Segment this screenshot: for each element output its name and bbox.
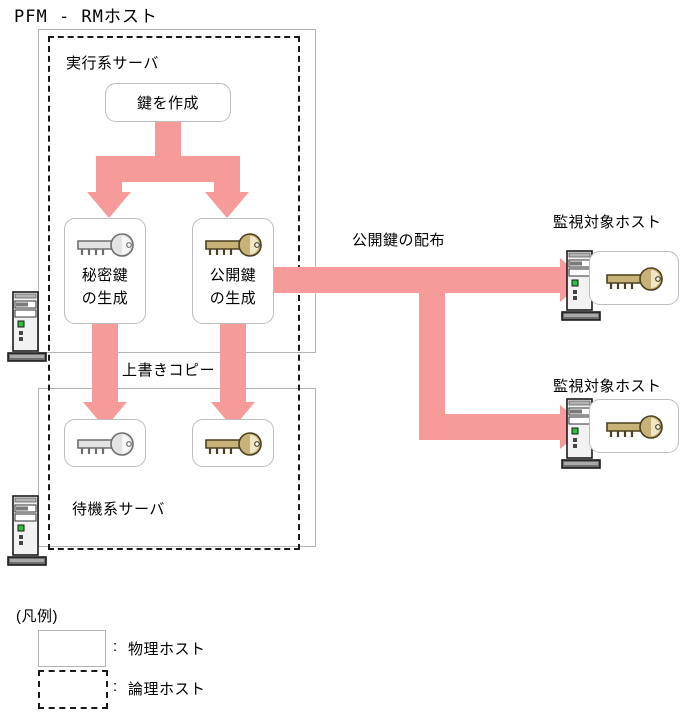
arrow-createkey-stem (155, 122, 181, 156)
arrow-right-branch-stem (214, 156, 240, 192)
monitored-host-1-tower (560, 250, 606, 324)
gold-key-icon (202, 232, 266, 258)
server-tower-icon (7, 495, 47, 566)
page-title: PFM - RMホスト (14, 7, 158, 27)
logical-host-box (48, 36, 300, 550)
create-key-label: 鍵を作成 (136, 95, 199, 112)
public-key-generation-card[interactable]: 公開鍵 の生成 (192, 218, 274, 324)
monitored-host-2-label: 監視対象ホスト (553, 378, 662, 395)
legend-separator-logical: : (113, 678, 118, 695)
monitored-host-2-key-card[interactable] (589, 399, 679, 453)
physical-server-tower-top (6, 291, 52, 365)
monitored-host-1-key-card[interactable] (589, 251, 679, 305)
standby-public-key-card[interactable] (192, 419, 274, 467)
monitored-host-2-tower (560, 398, 606, 472)
grey-key-icon (74, 431, 138, 457)
gold-key-icon (603, 266, 667, 292)
monitored-host-1-label: 監視対象ホスト (553, 214, 662, 231)
arrow-distribute-trunk (274, 267, 560, 293)
legend-label-logical-host: 論理ホスト (128, 681, 206, 698)
server-tower-icon (561, 398, 601, 469)
physical-server-tower-bottom (6, 495, 52, 569)
distribute-public-key-label: 公開鍵の配布 (352, 232, 446, 249)
arrow-left-branch-head (87, 192, 131, 218)
public-key-generation-label-line2: の生成 (209, 290, 257, 307)
grey-key-icon (74, 232, 138, 258)
physical-host-box-active (38, 29, 316, 353)
gold-key-icon (603, 414, 667, 440)
standby-private-key-card[interactable] (64, 419, 146, 467)
legend-separator-physical: : (113, 638, 118, 655)
arrow-distribute-lower (419, 414, 560, 440)
public-key-generation-label-line1: 公開鍵 (209, 267, 257, 284)
server-tower-icon (561, 250, 601, 321)
create-key-card[interactable]: 鍵を作成 (105, 83, 231, 122)
legend-heading: (凡例) (16, 608, 58, 625)
physical-host-box-standby (38, 388, 316, 547)
private-key-generation-label-line2: の生成 (81, 290, 129, 307)
arrow-overwrite-copy-right-stem (220, 324, 246, 402)
legend-label-physical-host: 物理ホスト (128, 641, 206, 658)
legend-swatch-logical-host (38, 670, 108, 709)
arrow-left-branch-stem (96, 156, 122, 192)
arrow-right-branch-head (205, 192, 249, 218)
standby-server-label: 待機系サーバ (72, 501, 165, 518)
legend-swatch-physical-host (38, 630, 106, 667)
active-server-label: 実行系サーバ (66, 55, 159, 72)
private-key-generation-card[interactable]: 秘密鍵 の生成 (64, 218, 146, 324)
private-key-generation-label-line1: 秘密鍵 (81, 267, 129, 284)
arrow-overwrite-copy-left-stem (92, 324, 118, 402)
gold-key-icon (202, 431, 266, 457)
overwrite-copy-label: 上書きコピー (122, 362, 216, 379)
server-tower-icon (7, 291, 47, 362)
